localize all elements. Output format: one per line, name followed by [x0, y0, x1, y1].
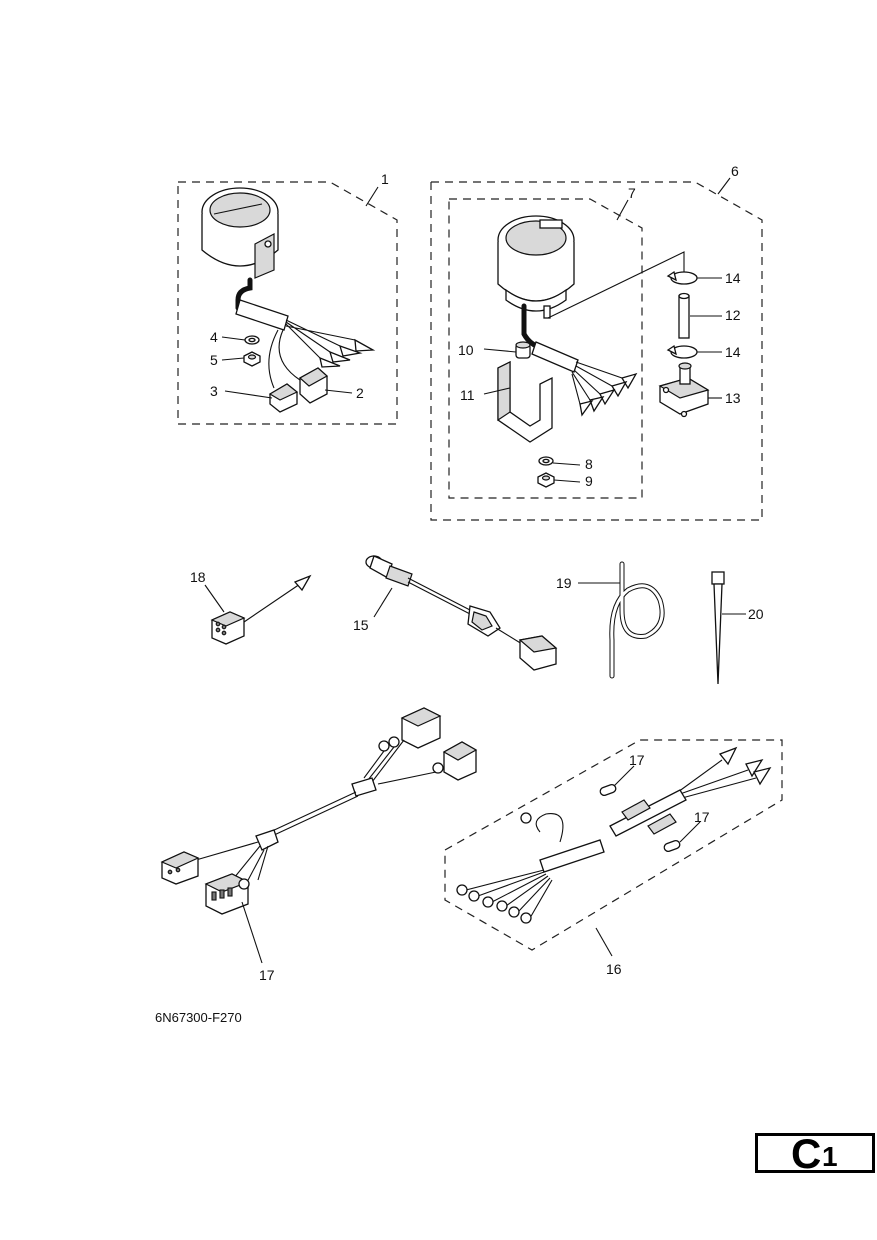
callout-14-lower: 14 [725, 344, 741, 360]
fuse-part-17-upper [599, 783, 617, 797]
leader-9 [553, 479, 581, 483]
callout-1: 1 [381, 171, 389, 187]
callout-6: 6 [731, 163, 739, 179]
hose-clamp-part-14-upper [666, 270, 698, 285]
wire-harness-part-19 [160, 707, 478, 915]
group-16-boundary [444, 739, 783, 951]
callout-15: 15 [353, 617, 369, 633]
hose-clamp-part-14-lower [666, 344, 698, 359]
callout-17-lower: 17 [694, 809, 710, 825]
leader-2 [324, 389, 353, 394]
group-1-boundary [177, 181, 398, 425]
callout-14-upper: 14 [725, 270, 741, 286]
callout-16: 16 [606, 961, 622, 977]
leader-15 [373, 587, 393, 618]
connector-part-2 [298, 367, 329, 404]
washer-part-8 [538, 456, 554, 466]
meter-harness-7 [521, 303, 638, 417]
connector-part-18 [210, 574, 312, 645]
cable-tie-part-21 [711, 571, 725, 685]
leader-7 [616, 199, 629, 221]
connector-part-3 [268, 383, 299, 413]
leader-16 [595, 927, 613, 957]
leader-18 [204, 584, 225, 613]
page-tag-letter: C [791, 1130, 821, 1177]
callout-4: 4 [210, 329, 218, 345]
leader-17-lower [679, 821, 701, 843]
callout-8: 8 [585, 456, 593, 472]
tube-part-12 [678, 292, 690, 339]
sensor-lead-wire [547, 251, 685, 319]
meter-harness-1 [235, 299, 376, 389]
cap-part-10 [515, 341, 531, 359]
meter-gauge-7 [497, 215, 575, 319]
leader-6 [717, 177, 731, 195]
callout-9: 9 [585, 473, 593, 489]
page-tag-digit: 1 [822, 1141, 838, 1172]
leader-19 [241, 901, 263, 964]
washer-part-4 [244, 335, 260, 345]
callout-18: 18 [190, 569, 206, 585]
leader-17-upper [613, 765, 635, 787]
callout-3: 3 [210, 383, 218, 399]
callout-10: 10 [458, 342, 474, 358]
bracket-part-11 [497, 360, 553, 443]
callout-7: 7 [628, 185, 636, 201]
nut-part-5 [243, 351, 261, 367]
leader-3 [224, 390, 273, 399]
leader-8 [552, 462, 581, 466]
page-tag: C 1 [755, 1130, 875, 1177]
drawing-code: 6N67300-F270 [155, 1010, 242, 1025]
callout-21: 20 [748, 606, 764, 622]
sensor-part-13 [658, 362, 710, 418]
leader-5 [221, 357, 245, 361]
callout-2: 2 [356, 385, 364, 401]
group-6-boundary [430, 181, 763, 521]
group-7-boundary [448, 198, 643, 499]
meter-gauge-1 [201, 187, 279, 311]
callout-20: 19 [556, 575, 572, 591]
nut-part-9 [537, 472, 555, 488]
leader-10 [483, 348, 517, 353]
callout-19: 17 [259, 967, 275, 983]
hose-part-20 [609, 561, 665, 679]
cable-part-15 [365, 555, 558, 671]
callout-12: 12 [725, 307, 741, 323]
callout-17-upper: 17 [629, 752, 645, 768]
leader-1 [365, 186, 379, 207]
leader-4 [221, 336, 246, 341]
callout-13: 13 [725, 390, 741, 406]
fuse-part-17-lower [663, 839, 681, 853]
leader-11 [483, 387, 511, 395]
extension-harness-part-16 [456, 746, 772, 924]
callout-5: 5 [210, 352, 218, 368]
callout-11: 11 [460, 387, 475, 403]
